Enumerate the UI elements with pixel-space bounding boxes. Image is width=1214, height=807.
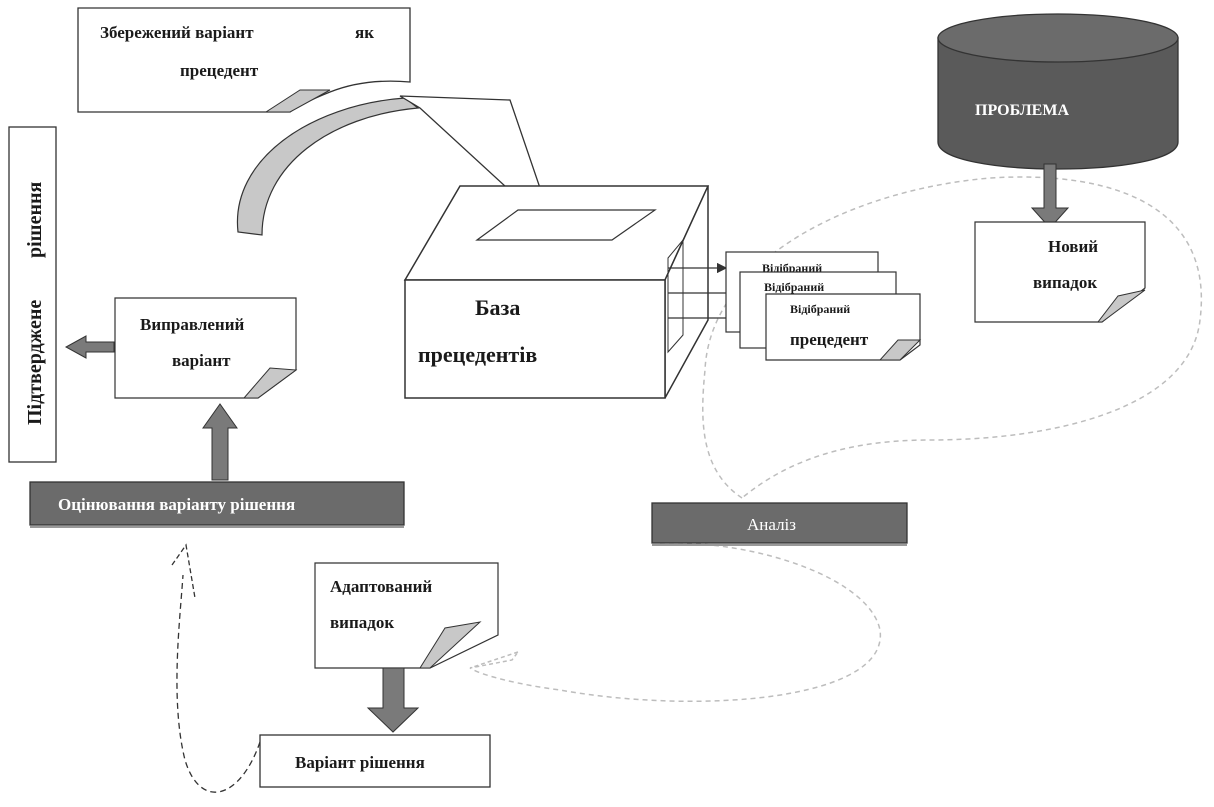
case-base-slot xyxy=(475,209,657,241)
problem-cylinder: ПРОБЛЕМА xyxy=(937,13,1179,170)
analysis-box: Аналіз xyxy=(651,502,908,546)
new-case-page-curl xyxy=(1096,289,1146,323)
evaluation-up-arrow xyxy=(202,403,238,481)
analysis-label: Аналіз xyxy=(747,515,796,534)
adapted-down-arrow xyxy=(366,667,420,733)
saved-case-line1b: як xyxy=(355,23,374,42)
adapted-case-line2: випадок xyxy=(330,613,394,632)
adapted-case-document: Адаптований випадок xyxy=(314,562,499,669)
confirmed-solution-part2: рішення xyxy=(24,182,46,258)
retrieved-page-curl xyxy=(878,339,922,361)
adaptation-dashed-arrowhead xyxy=(469,650,521,669)
retrieved-c-label2: прецедент xyxy=(790,330,869,349)
adapted-case-line1: Адаптований xyxy=(330,577,432,596)
confirm-left-arrow xyxy=(64,335,115,359)
revised-case-line2: варіант xyxy=(172,351,231,370)
saved-case-page-curl xyxy=(264,89,331,113)
saved-case-document: Збережений варіант як прецедент xyxy=(77,7,411,113)
adapted-case-page-curl xyxy=(419,621,482,669)
retrieved-c-label: Відібраний xyxy=(790,302,850,316)
problem-label: ПРОБЛЕМА xyxy=(975,102,1069,119)
case-base-line2: прецедентів xyxy=(418,342,537,367)
revised-case-document: Виправлений варіант xyxy=(114,297,298,399)
evaluation-dashed-arrowhead xyxy=(171,543,196,599)
new-case-line1: Новий xyxy=(1048,237,1098,256)
case-base-box: База прецедентів xyxy=(403,185,710,399)
evaluation-box: Оцінювання варіанту рішення xyxy=(29,481,405,528)
revised-case-page-curl xyxy=(242,367,298,399)
new-case-document: Новий випадок xyxy=(974,221,1146,323)
saved-case-line2: прецедент xyxy=(180,61,259,80)
case-base-line1: База xyxy=(475,295,520,320)
solution-variant-box: Варіант рішення xyxy=(259,734,491,788)
revised-case-line1: Виправлений xyxy=(140,315,245,334)
analysis-dashed-bubble xyxy=(702,176,1203,499)
solution-variant-label: Варіант рішення xyxy=(295,753,425,772)
evaluation-label: Оцінювання варіанту рішення xyxy=(58,495,295,514)
saved-case-line1: Збережений варіант xyxy=(100,23,254,42)
confirmed-solution-part1: Підтверджене xyxy=(24,300,46,425)
evaluation-dashed-loop xyxy=(176,574,261,793)
retrieved-case-c: Відібраний прецедент xyxy=(765,293,922,361)
adaptation-dashed-loop xyxy=(469,542,881,703)
confirmed-solution-box: Підтверджене рішення xyxy=(8,126,57,463)
problem-down-arrow xyxy=(1030,163,1070,229)
new-case-line2: випадок xyxy=(1033,273,1097,292)
retrieved-b-label: Відібраний xyxy=(764,280,824,294)
